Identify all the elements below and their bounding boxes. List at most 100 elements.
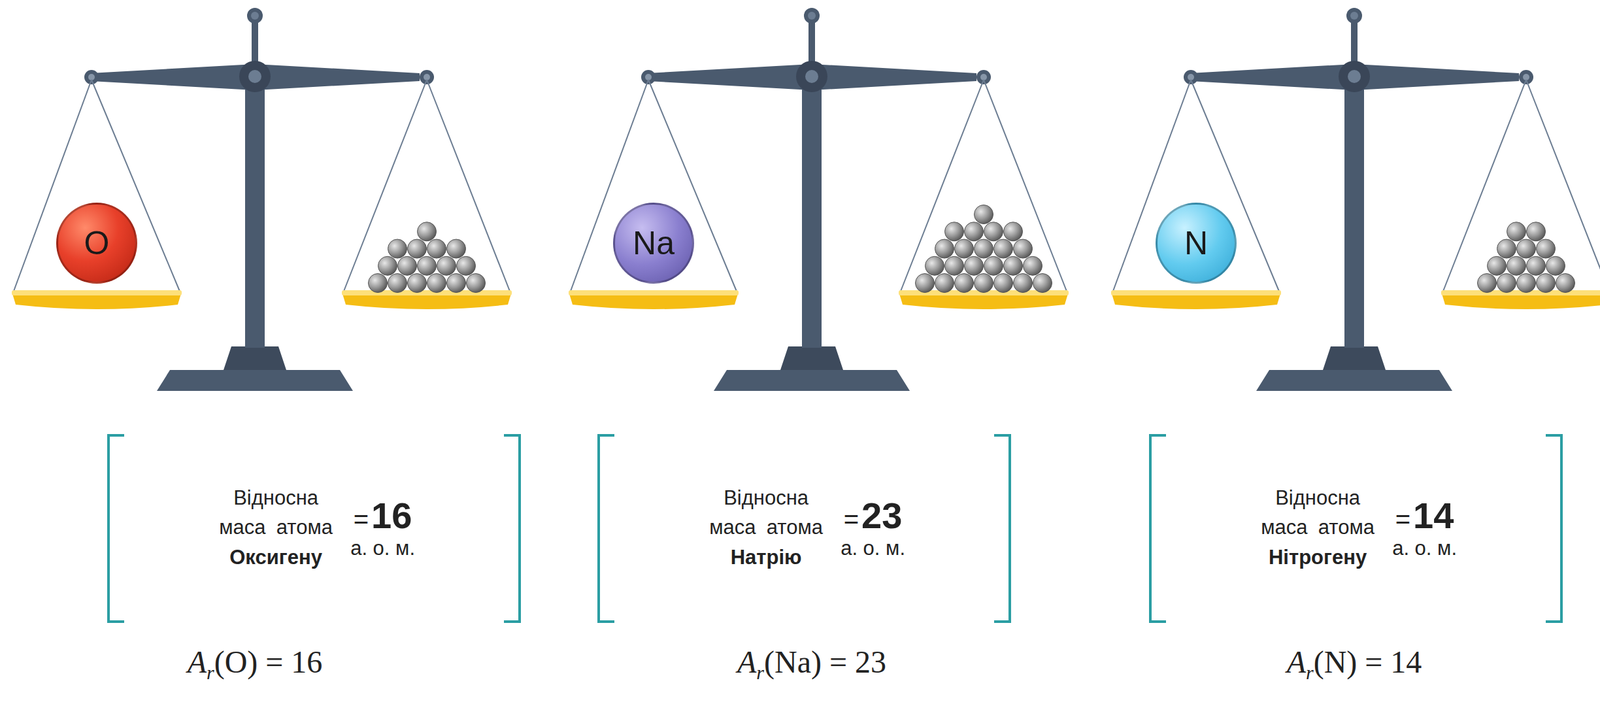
mass-ball <box>417 256 437 276</box>
mass-ball <box>984 222 1004 242</box>
symbol-a: A <box>187 644 207 680</box>
mass-ball <box>447 239 467 259</box>
mass-ball <box>1556 273 1576 293</box>
mass-ball <box>1516 273 1536 293</box>
mass-ball <box>1507 256 1527 276</box>
caption-text: Відносна маса атома <box>703 483 829 543</box>
mass-ball <box>368 273 388 293</box>
right-bracket <box>1545 433 1563 623</box>
element-name: Натрію <box>730 542 802 574</box>
mass-ball <box>974 205 994 225</box>
mass-ball <box>407 273 427 293</box>
mass-ball <box>1033 273 1053 293</box>
mass-ball <box>915 273 935 293</box>
atom-circle: O <box>56 202 138 284</box>
formula: Ar(O) = 16 <box>187 643 323 680</box>
value-column: =14а. о. м. <box>1392 495 1457 563</box>
mass-ball <box>1487 256 1507 276</box>
mass-ball <box>935 273 955 293</box>
formula: Ar(Na) = 23 <box>737 643 887 680</box>
atom-circle: Na <box>613 202 695 284</box>
left-bracket <box>1149 433 1167 623</box>
mass-ball <box>954 273 974 293</box>
atom-circle: N <box>1155 202 1237 284</box>
scale <box>1111 7 1600 391</box>
value-column: =23а. о. м. <box>840 495 906 563</box>
caption-text: Відносна маса атома <box>213 483 339 543</box>
mass-ball <box>1526 256 1546 276</box>
caption-column: Відносна маса атомаОксигену <box>213 483 339 573</box>
mass-ball <box>974 239 994 259</box>
element-name: Оксигену <box>229 542 323 574</box>
formula-rest: (O) = 16 <box>214 644 323 680</box>
mass-ball <box>437 256 457 276</box>
mass-ball <box>456 256 476 276</box>
mass-ball <box>945 256 965 276</box>
formula-rest: (N) = 14 <box>1313 644 1423 680</box>
bracket-box: Відносна маса атомаНатрію=23а. о. м. <box>597 433 1012 623</box>
caption-column: Відносна маса атомаНатрію <box>703 483 829 573</box>
mass-ball <box>447 273 467 293</box>
mass-ball <box>994 239 1014 259</box>
equals-sign: = <box>1395 504 1411 534</box>
formula: Ar(N) = 14 <box>1286 643 1423 680</box>
equals-sign: = <box>843 504 859 534</box>
symbol-a: A <box>1286 644 1306 680</box>
value-row: =23 <box>843 495 903 536</box>
formula-rest: (Na) = 23 <box>764 644 887 680</box>
right-bracket <box>503 433 521 623</box>
value-row: =16 <box>353 495 413 536</box>
value-column: =16а. о. м. <box>350 495 416 563</box>
mass-value: 16 <box>371 495 412 536</box>
mass-value: 14 <box>1413 495 1454 536</box>
value-row: =14 <box>1395 495 1455 536</box>
element-symbol: Na <box>632 226 675 260</box>
equals-sign: = <box>353 504 369 534</box>
mass-ball <box>935 239 955 259</box>
mass-ball <box>388 239 408 259</box>
subscript: r <box>206 661 215 684</box>
left-bracket <box>597 433 615 623</box>
mass-ball <box>378 256 398 276</box>
mass-ball <box>954 239 974 259</box>
caption-column: Відносна маса атомаНітрогену <box>1254 483 1381 573</box>
mass-ball <box>417 222 437 242</box>
mass-ball <box>398 256 417 276</box>
mass-ball <box>974 273 994 293</box>
mass-ball <box>427 239 447 259</box>
scale <box>568 7 1069 391</box>
mass-ball <box>925 256 945 276</box>
mass-ball <box>1546 256 1566 276</box>
scale <box>11 7 512 391</box>
mass-ball <box>1003 222 1023 242</box>
bracket-box: Відносна маса атомаНітрогену=14а. о. м. <box>1149 433 1563 623</box>
right-bracket <box>994 433 1012 623</box>
mass-ball <box>1536 273 1556 293</box>
mass-value: 23 <box>861 495 902 536</box>
mass-ball <box>984 256 1004 276</box>
mass-ball <box>1507 222 1527 242</box>
caption-text: Відносна маса атома <box>1254 483 1381 543</box>
element-symbol: O <box>84 226 110 260</box>
mass-ball <box>1516 239 1536 259</box>
symbol-a: A <box>737 644 757 680</box>
mass-ball <box>964 222 984 242</box>
subscript: r <box>756 661 765 684</box>
mass-ball <box>1497 239 1517 259</box>
mass-ball <box>1497 273 1517 293</box>
mass-ball <box>1477 273 1497 293</box>
mass-ball <box>994 273 1014 293</box>
mass-ball <box>466 273 486 293</box>
subscript: r <box>1305 661 1314 684</box>
bracket-box: Відносна маса атомаОксигену=16а. о. м. <box>107 433 521 623</box>
unit-text: а. о. м. <box>1392 535 1457 562</box>
element-name: Нітрогену <box>1268 542 1367 574</box>
mass-ball <box>964 256 984 276</box>
mass-ball <box>1003 256 1023 276</box>
element-symbol: N <box>1184 226 1208 260</box>
mass-ball <box>1013 273 1033 293</box>
mass-ball <box>1013 239 1033 259</box>
mass-ball <box>427 273 447 293</box>
mass-ball <box>945 222 965 242</box>
